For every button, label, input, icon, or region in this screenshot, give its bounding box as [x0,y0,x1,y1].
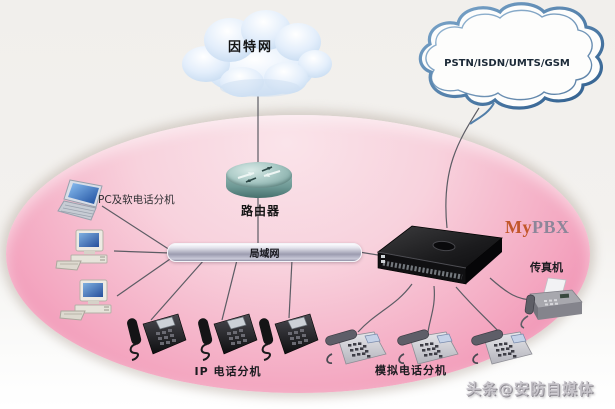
line-pbx-analog1 [357,283,413,333]
desktop-pc-icon [55,229,118,272]
analog-phone-icon [470,324,536,368]
mypbx-brand-pbx: PBX [532,217,570,237]
ip-phone-icon [197,312,259,361]
analog-phone-icon [324,324,390,368]
analog-phones-label: 模拟电话分机 [375,364,447,377]
ip-phone-icon [126,312,188,361]
line-lan-laptop [101,205,171,251]
mypbx-brand-label: MyPBX [505,217,570,238]
lan-bus-label: 局域网 [249,249,280,260]
line-pbx-analog2 [427,285,435,333]
analog-phone-icon [396,324,462,368]
pstn-cloud-label: PSTN/ISDN/UMTS/GSM [444,58,570,69]
internet-cloud: 因特网 [176,4,334,104]
line-lan-ipphone2 [221,259,238,321]
cloud-outline-icon: PSTN/ISDN/UMTS/GSM [418,2,605,125]
fax-machine-icon [514,276,590,329]
line-lan-ipphone1 [150,259,205,321]
pstn-cloud: PSTN/ISDN/UMTS/GSM [406,0,608,128]
router-label: 路由器 [241,204,281,218]
lan-bus: 局域网 [167,243,362,262]
router-cylinder-top [226,162,292,188]
line-pstn-pbx [445,107,480,229]
ip-phones-label: IP 电话分机 [194,365,262,378]
mypbx-brand-my: My [505,217,532,237]
fax-label: 传真机 [530,261,563,274]
mypbx-device-icon [372,218,507,290]
line-lan-desktop1 [113,250,171,254]
ip-phone-icon [258,312,320,361]
line-pbx-analog3 [455,286,500,333]
line-lan-ipphone3 [288,259,293,319]
desktop-pc-icon [59,279,122,322]
router-arrows-icon [237,166,281,183]
internet-cloud-label: 因特网 [228,40,274,55]
pc-softphone-label: PC及软电话分机 [98,194,175,206]
router-icon [226,162,292,200]
cloud-icon [182,10,332,97]
watermark: 头条@安防自媒体 [466,380,595,398]
line-lan-desktop2 [116,256,174,297]
laptop-icon [57,179,112,226]
